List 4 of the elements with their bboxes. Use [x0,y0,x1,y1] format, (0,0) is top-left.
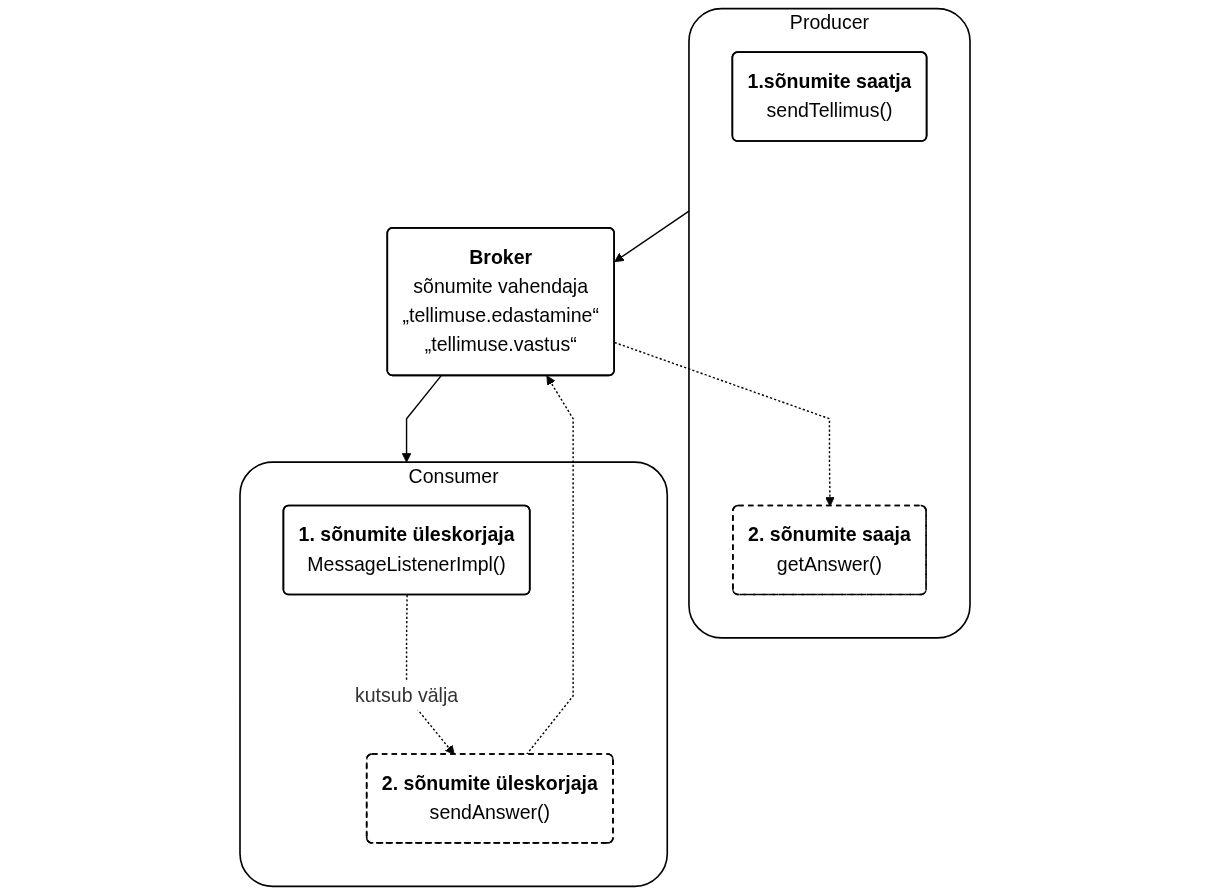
arrow [614,210,690,263]
edge-label: kutsub välja [355,684,459,707]
arrow [401,374,443,463]
arrow [405,594,455,755]
